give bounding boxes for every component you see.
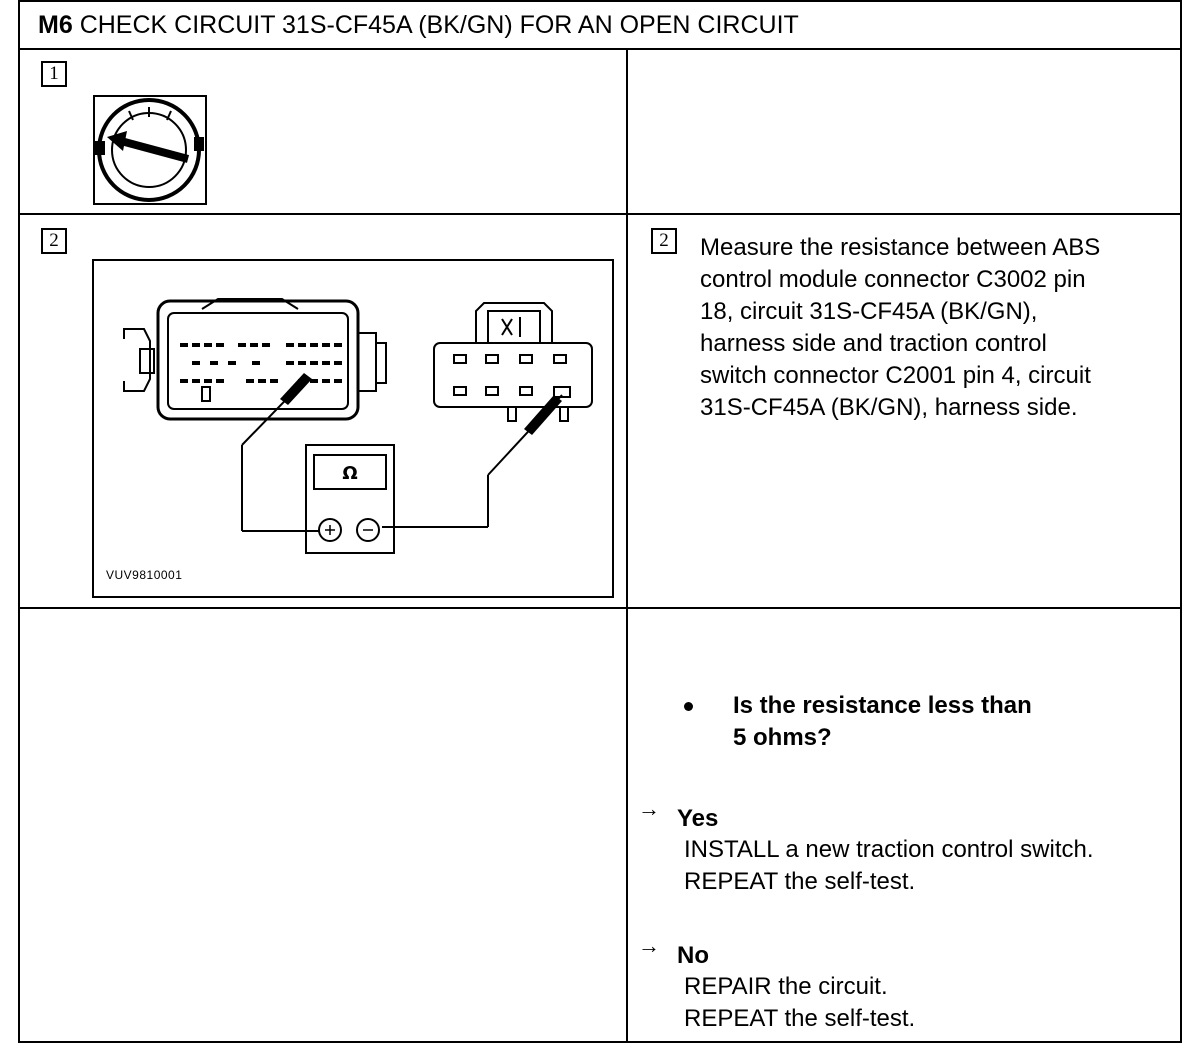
figure-code: VUV9810001 — [106, 568, 183, 582]
ignition-switch-icon — [93, 95, 207, 205]
instruction-line: harness side and traction control — [700, 330, 1047, 357]
bullet-icon — [684, 702, 693, 711]
no-action: REPAIR the circuit. REPEAT the self-test… — [684, 971, 915, 1035]
arrow-right-icon: → — [638, 933, 660, 958]
page-title: M6 CHECK CIRCUIT 31S-CF45A (BK/GN) FOR A… — [38, 11, 799, 40]
no-label: No — [677, 942, 709, 969]
question-line: Is the resistance less than — [733, 692, 1032, 719]
no-action-line: REPEAT the self-test. — [684, 1005, 916, 1032]
title-text: CHECK CIRCUIT 31S-CF45A (BK/GN) FOR AN O… — [79, 11, 799, 39]
instruction-line: switch connector C2001 pin 4, circuit — [700, 362, 1091, 389]
step-2-box: 2 — [41, 228, 67, 254]
header-divider — [18, 48, 1182, 50]
row1-divider — [18, 213, 1182, 215]
arrow-right-icon: → — [638, 796, 660, 821]
yes-action-line: REPEAT the self-test. — [684, 868, 916, 895]
yes-label: Yes — [677, 805, 719, 832]
no-action-line: REPAIR the circuit. — [684, 973, 888, 1000]
step-2-instruction: Measure the resistance between ABS contr… — [700, 232, 1100, 424]
instruction-line: control module connector C3002 pin — [700, 266, 1086, 293]
yes-action: INSTALL a new traction control switch. R… — [684, 834, 1094, 898]
question-line: 5 ohms? — [733, 724, 832, 751]
column-divider — [626, 48, 628, 1043]
yes-action-line: INSTALL a new traction control switch. — [684, 836, 1094, 863]
instruction-line: Measure the resistance between ABS — [700, 234, 1101, 261]
row2-divider — [18, 607, 1182, 609]
resistance-measurement-diagram: Ω — [92, 259, 614, 598]
ohm-symbol: Ω — [342, 463, 357, 484]
step-id: M6 — [38, 11, 73, 39]
procedure-table — [18, 0, 1182, 1043]
instruction-line: 31S-CF45A (BK/GN), harness side. — [700, 394, 1078, 421]
step-1-box: 1 — [41, 61, 67, 87]
step-2-instruction-box: 2 — [651, 228, 677, 254]
instruction-line: 18, circuit 31S-CF45A (BK/GN), — [700, 298, 1038, 325]
question-text: Is the resistance less than 5 ohms? — [733, 690, 1032, 754]
